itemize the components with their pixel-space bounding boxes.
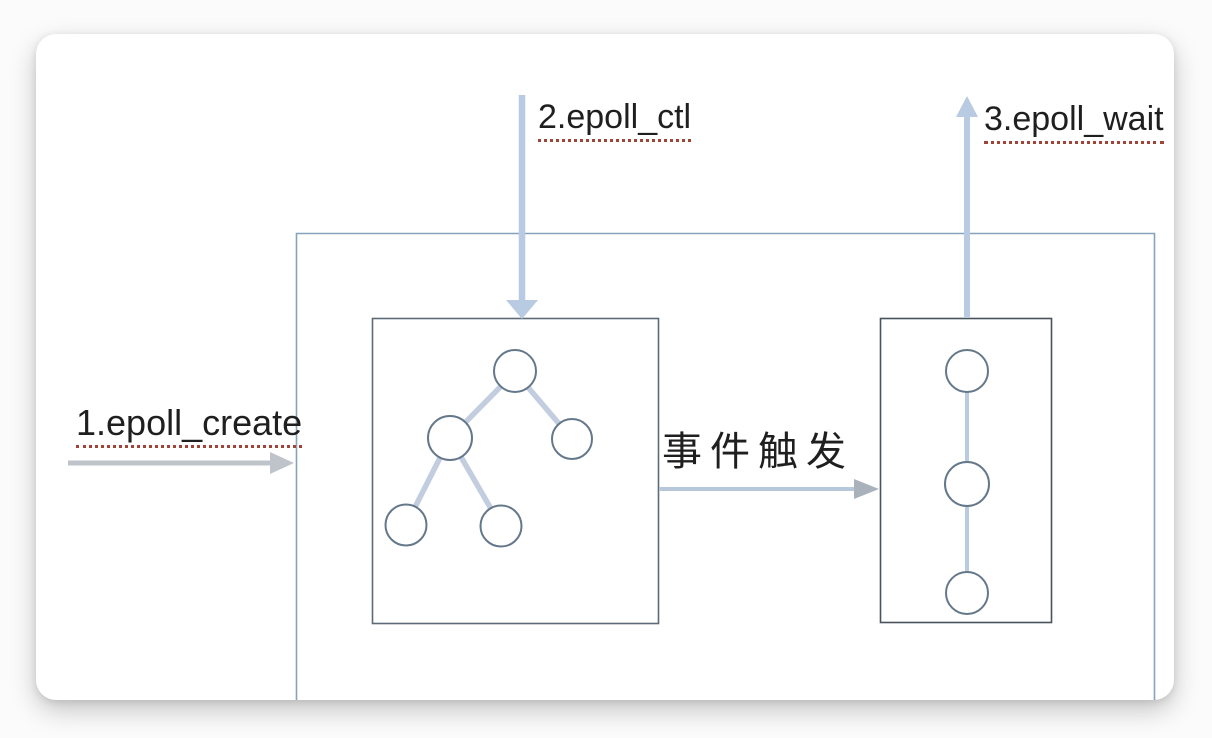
epoll-create-label-text: 1.epoll_create: [76, 404, 303, 448]
epoll-ctl-label: 2.epoll_ctl: [538, 99, 692, 142]
epoll-ctl-arrow: [506, 95, 538, 319]
epoll-ctl-label-text: 2.epoll_ctl: [538, 99, 692, 142]
tree-node: [427, 415, 473, 461]
tree-node-root: [493, 349, 537, 393]
tree-container-box: [371, 317, 660, 625]
list-container-box: [879, 317, 1053, 624]
epoll-create-label: 1.epoll_create: [76, 404, 303, 448]
epoll-wait-label: 3.epoll_wait: [984, 101, 1164, 144]
event-trigger-label-text: 事件触发: [662, 430, 854, 474]
epoll-create-arrowhead-icon: [270, 452, 294, 474]
event-trigger-label: 事件触发: [662, 431, 854, 473]
epoll-wait-arrowhead-icon: [956, 96, 978, 117]
epoll-wait-label-text: 3.epoll_wait: [984, 101, 1164, 144]
list-node: [945, 571, 989, 615]
epoll-ctl-arrowhead-icon: [506, 300, 538, 319]
tree-node: [479, 504, 523, 548]
epoll-wait-arrow: [956, 96, 978, 318]
event-trigger-arrow: [659, 479, 879, 499]
event-trigger-arrowhead-icon: [854, 479, 879, 499]
epoll-create-arrow: [68, 452, 294, 474]
tree-node: [384, 503, 428, 547]
tree-node: [551, 418, 593, 460]
outer-container-box: [295, 232, 1156, 700]
list-node: [945, 349, 989, 393]
list-node: [944, 461, 990, 507]
